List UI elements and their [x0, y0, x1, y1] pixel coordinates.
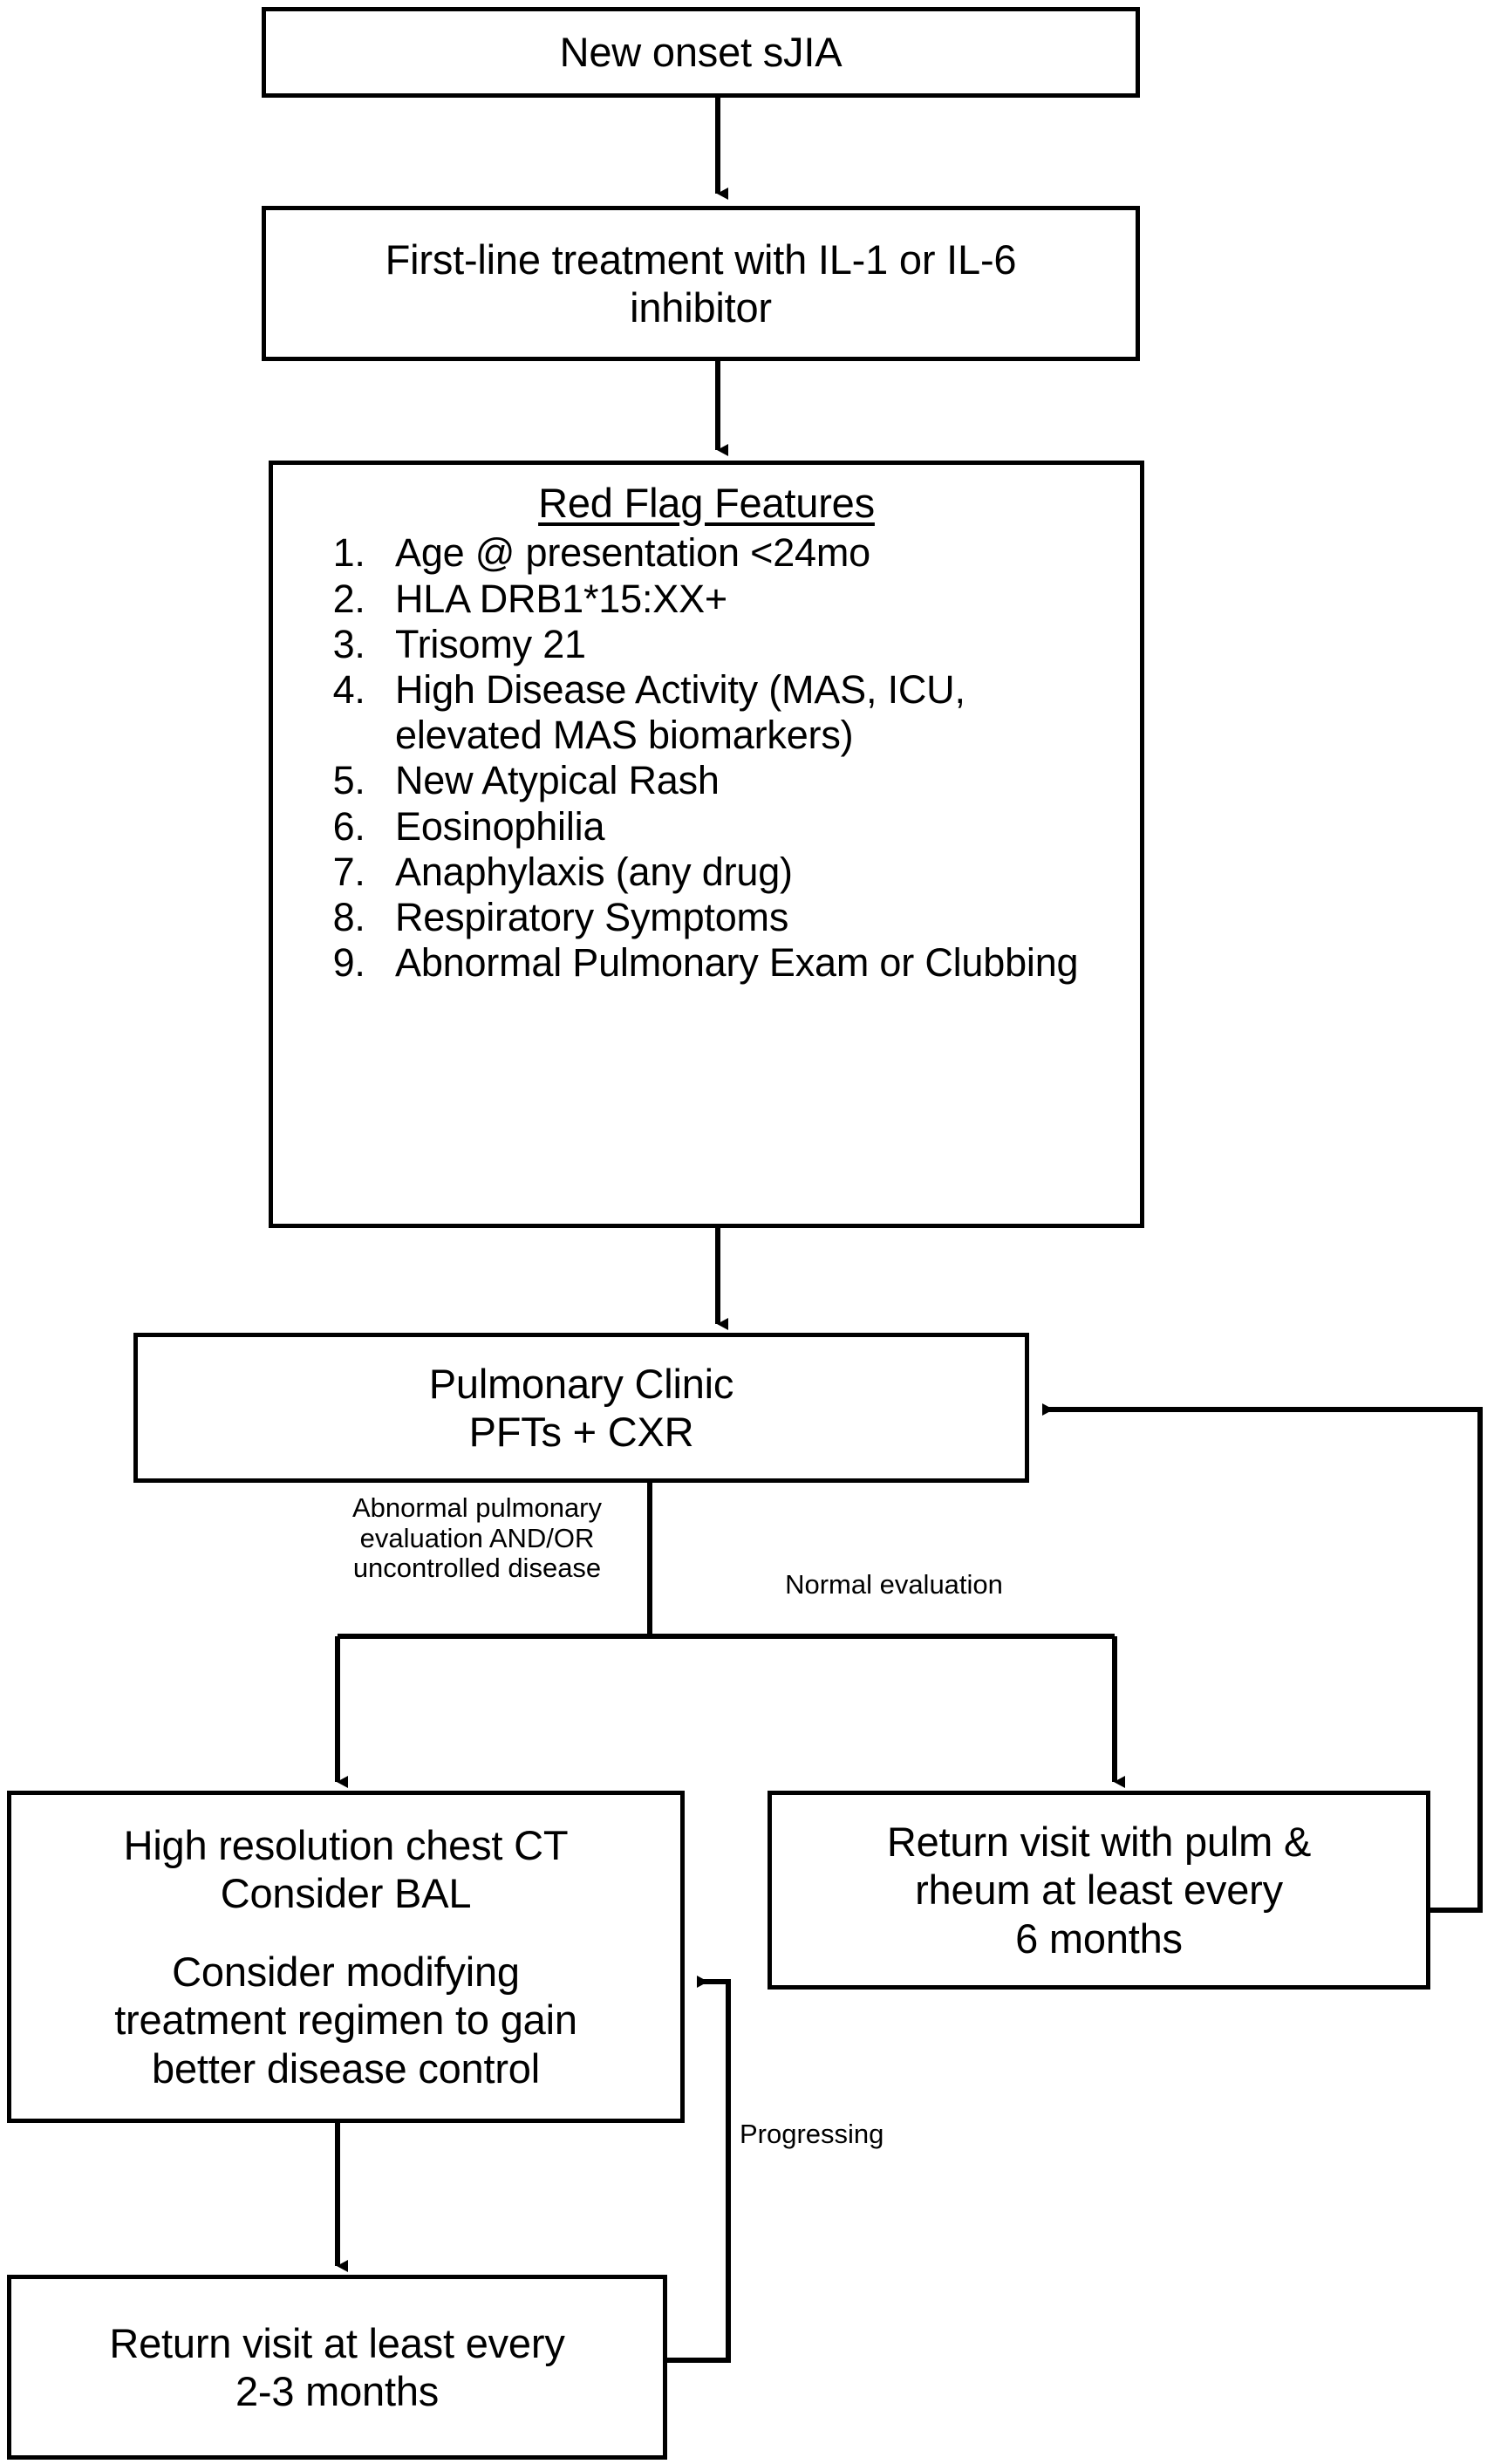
- red-flag-title: Red Flag Features: [538, 480, 875, 526]
- red-flag-list: Age @ presentation <24mo HLA DRB1*15:XX+…: [273, 530, 1140, 986]
- node-pulmonary-clinic[interactable]: Pulmonary Clinic PFTs + CXR: [133, 1333, 1029, 1483]
- hrct-text-4: treatment regimen to gain: [114, 1996, 577, 2044]
- red-flag-item: Respiratory Symptoms: [376, 895, 1105, 940]
- edge-label-abnormal-evaluation: Abnormal pulmonary evaluation AND/OR unc…: [351, 1492, 603, 1584]
- pulm-clinic-text-2: PFTs + CXR: [468, 1409, 694, 1455]
- edge-return6mo-to-pulm-clinic: [1042, 1403, 1483, 1913]
- return-6mo-text-2: rheum at least every: [915, 1867, 1283, 1914]
- red-flag-item: New Atypical Rash: [376, 758, 1105, 803]
- return-6mo-text-3: 6 months: [1015, 1915, 1183, 1962]
- return-23mo-text-1: Return visit at least every: [109, 2319, 565, 2366]
- red-flag-item: High Disease Activity (MAS, ICU, elevate…: [376, 667, 1105, 758]
- red-flag-item: Trisomy 21: [376, 622, 1105, 667]
- node-high-resolution-chest-ct[interactable]: High resolution chest CT Consider BAL Co…: [7, 1791, 685, 2123]
- pulm-clinic-text-1: Pulmonary Clinic: [428, 1360, 734, 1407]
- node-hrct-label: High resolution chest CT Consider BAL Co…: [11, 1821, 680, 2092]
- node-first-line-label: First-line treatment with IL-1 or IL-6 i…: [266, 235, 1136, 332]
- first-line-text-2: inhibitor: [630, 284, 772, 331]
- hrct-text-3: Consider modifying: [172, 1948, 520, 1995]
- hrct-text-5: better disease control: [152, 2044, 540, 2092]
- hrct-spacer: [22, 1918, 670, 1948]
- red-flag-content: Red Flag Features Age @ presentation <24…: [273, 465, 1140, 986]
- red-flag-item: Anaphylaxis (any drug): [376, 850, 1105, 895]
- node-return-visit-6-months[interactable]: Return visit with pulm & rheum at least …: [768, 1791, 1430, 1990]
- red-flag-item: Eosinophilia: [376, 804, 1105, 850]
- return-23mo-text-2: 2-3 months: [235, 2368, 440, 2414]
- edge-pulm-clinic-split: [335, 1483, 1125, 1788]
- node-new-onset-sjia[interactable]: New onset sJIA: [262, 7, 1140, 98]
- edge-label-progressing: Progressing: [740, 2119, 884, 2149]
- hrct-text-1: High resolution chest CT: [123, 1821, 569, 1868]
- edge-label-normal-evaluation: Normal evaluation: [785, 1569, 1003, 1600]
- first-line-text-1: First-line treatment with IL-1 or IL-6: [385, 235, 1017, 283]
- node-return-23mo-label: Return visit at least every 2-3 months: [11, 2319, 663, 2416]
- edge-return23mo-progressing-to-hrct: [667, 1976, 731, 2363]
- node-return-visit-2-3-months[interactable]: Return visit at least every 2-3 months: [7, 2275, 667, 2460]
- return-6mo-text-1: Return visit with pulm &: [886, 1818, 1312, 1865]
- hrct-text-2: Consider BAL: [220, 1870, 472, 1917]
- node-pulmonary-clinic-label: Pulmonary Clinic PFTs + CXR: [138, 1360, 1025, 1457]
- node-new-onset-label: New onset sJIA: [559, 29, 843, 76]
- node-red-flag-features[interactable]: Red Flag Features Age @ presentation <24…: [269, 461, 1144, 1228]
- node-return-6mo-label: Return visit with pulm & rheum at least …: [772, 1818, 1426, 1962]
- node-first-line-treatment[interactable]: First-line treatment with IL-1 or IL-6 i…: [262, 206, 1140, 361]
- red-flag-item: Abnormal Pulmonary Exam or Clubbing: [376, 940, 1105, 986]
- red-flag-item: Age @ presentation <24mo: [376, 530, 1105, 576]
- red-flag-item: HLA DRB1*15:XX+: [376, 577, 1105, 622]
